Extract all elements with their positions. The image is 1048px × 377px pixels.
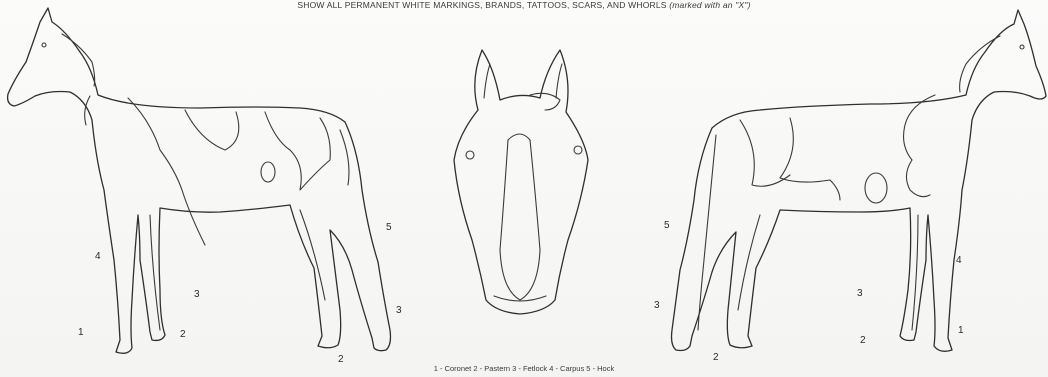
right-barrel-patch (780, 118, 840, 200)
left-hind-marking (340, 130, 349, 185)
left-side-horse-view: 4 3 2 1 5 3 2 (8, 8, 402, 365)
left-label-3-hind: 3 (396, 305, 402, 316)
right-neck-marking (960, 36, 1000, 92)
right-label-2: 2 (860, 335, 866, 346)
left-neck-marking (62, 34, 95, 86)
left-shoulder-marking (128, 98, 205, 245)
right-label-4: 4 (956, 255, 962, 266)
front-right-ear-inner (556, 64, 562, 98)
right-label-2-hind: 2 (713, 352, 719, 363)
right-side-horse-view: 5 3 2 3 4 2 1 (654, 10, 1046, 363)
right-foreleg-inner (912, 215, 918, 330)
left-whorl-mark (261, 162, 275, 182)
front-left-ear-inner (484, 64, 490, 98)
right-rump-patch (740, 120, 790, 186)
right-shoulder-wavy-marking (904, 95, 935, 197)
left-label-2: 2 (180, 329, 186, 340)
left-label-5: 5 (386, 222, 392, 233)
left-hind-inner (300, 210, 325, 300)
front-forelock (530, 93, 560, 110)
left-barrel-patch (185, 110, 239, 150)
right-horse-outline (672, 10, 1047, 351)
front-blaze (500, 134, 540, 300)
left-label-3: 3 (194, 289, 200, 300)
left-label-4: 4 (95, 251, 101, 262)
right-label-1: 1 (958, 325, 964, 336)
right-eye (1020, 45, 1024, 49)
right-whorl-mark (865, 173, 887, 203)
right-label-3: 3 (857, 288, 863, 299)
right-tail-line (698, 135, 716, 330)
left-foreleg-inner (150, 215, 160, 330)
right-hind-inner (738, 215, 760, 310)
left-eye (42, 43, 46, 47)
front-head-view (454, 50, 588, 314)
right-label-5: 5 (664, 220, 670, 231)
right-label-3-hind: 3 (654, 300, 660, 311)
left-mane-line (85, 96, 90, 125)
left-label-1: 1 (78, 327, 84, 338)
front-right-eye (574, 146, 582, 154)
diagram-legend: 1 - Coronet 2 - Pastern 3 - Fetlock 4 - … (0, 364, 1048, 373)
front-left-eye (466, 151, 474, 159)
left-rump-patch (265, 112, 330, 190)
front-head-outline (454, 50, 588, 314)
left-horse-outline (8, 8, 391, 353)
